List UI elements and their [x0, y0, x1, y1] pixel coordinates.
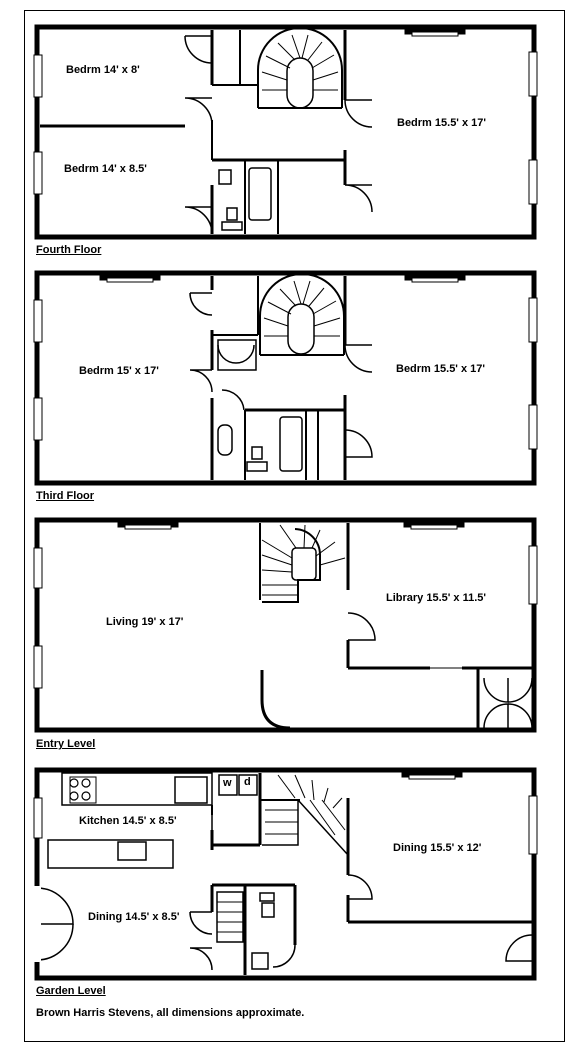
outer-frame — [24, 10, 565, 1042]
room-label: Living 19' x 17' — [106, 616, 184, 628]
room-label: Dining 15.5' x 12' — [393, 842, 482, 854]
footer-credit: Brown Harris Stevens, all dimensions app… — [36, 1007, 305, 1019]
washer-label: w — [223, 777, 232, 789]
room-label: Dining 14.5' x 8.5' — [88, 911, 180, 923]
room-label: Library 15.5' x 11.5' — [386, 592, 487, 604]
room-label: Kitchen 14.5' x 8.5' — [79, 815, 177, 827]
third-floor-plan — [33, 270, 538, 486]
room-label: Bedrm 14' x 8.5' — [64, 163, 147, 175]
floor-name: Garden Level — [36, 985, 106, 997]
room-label: Bedrm 15' x 17' — [79, 365, 159, 377]
room-label: Bedrm 14' x 8' — [66, 64, 140, 76]
floor-name: Fourth Floor — [36, 244, 102, 256]
dryer-label: d — [244, 776, 251, 788]
entry-level-plan — [33, 517, 538, 733]
floor-name: Entry Level — [36, 738, 96, 750]
room-label: Bedrm 15.5' x 17' — [397, 117, 487, 129]
room-label: Bedrm 15.5' x 17' — [396, 363, 486, 375]
garden-level-plan — [33, 767, 538, 981]
fourth-floor-plan — [33, 24, 538, 240]
floor-name: Third Floor — [36, 490, 95, 502]
